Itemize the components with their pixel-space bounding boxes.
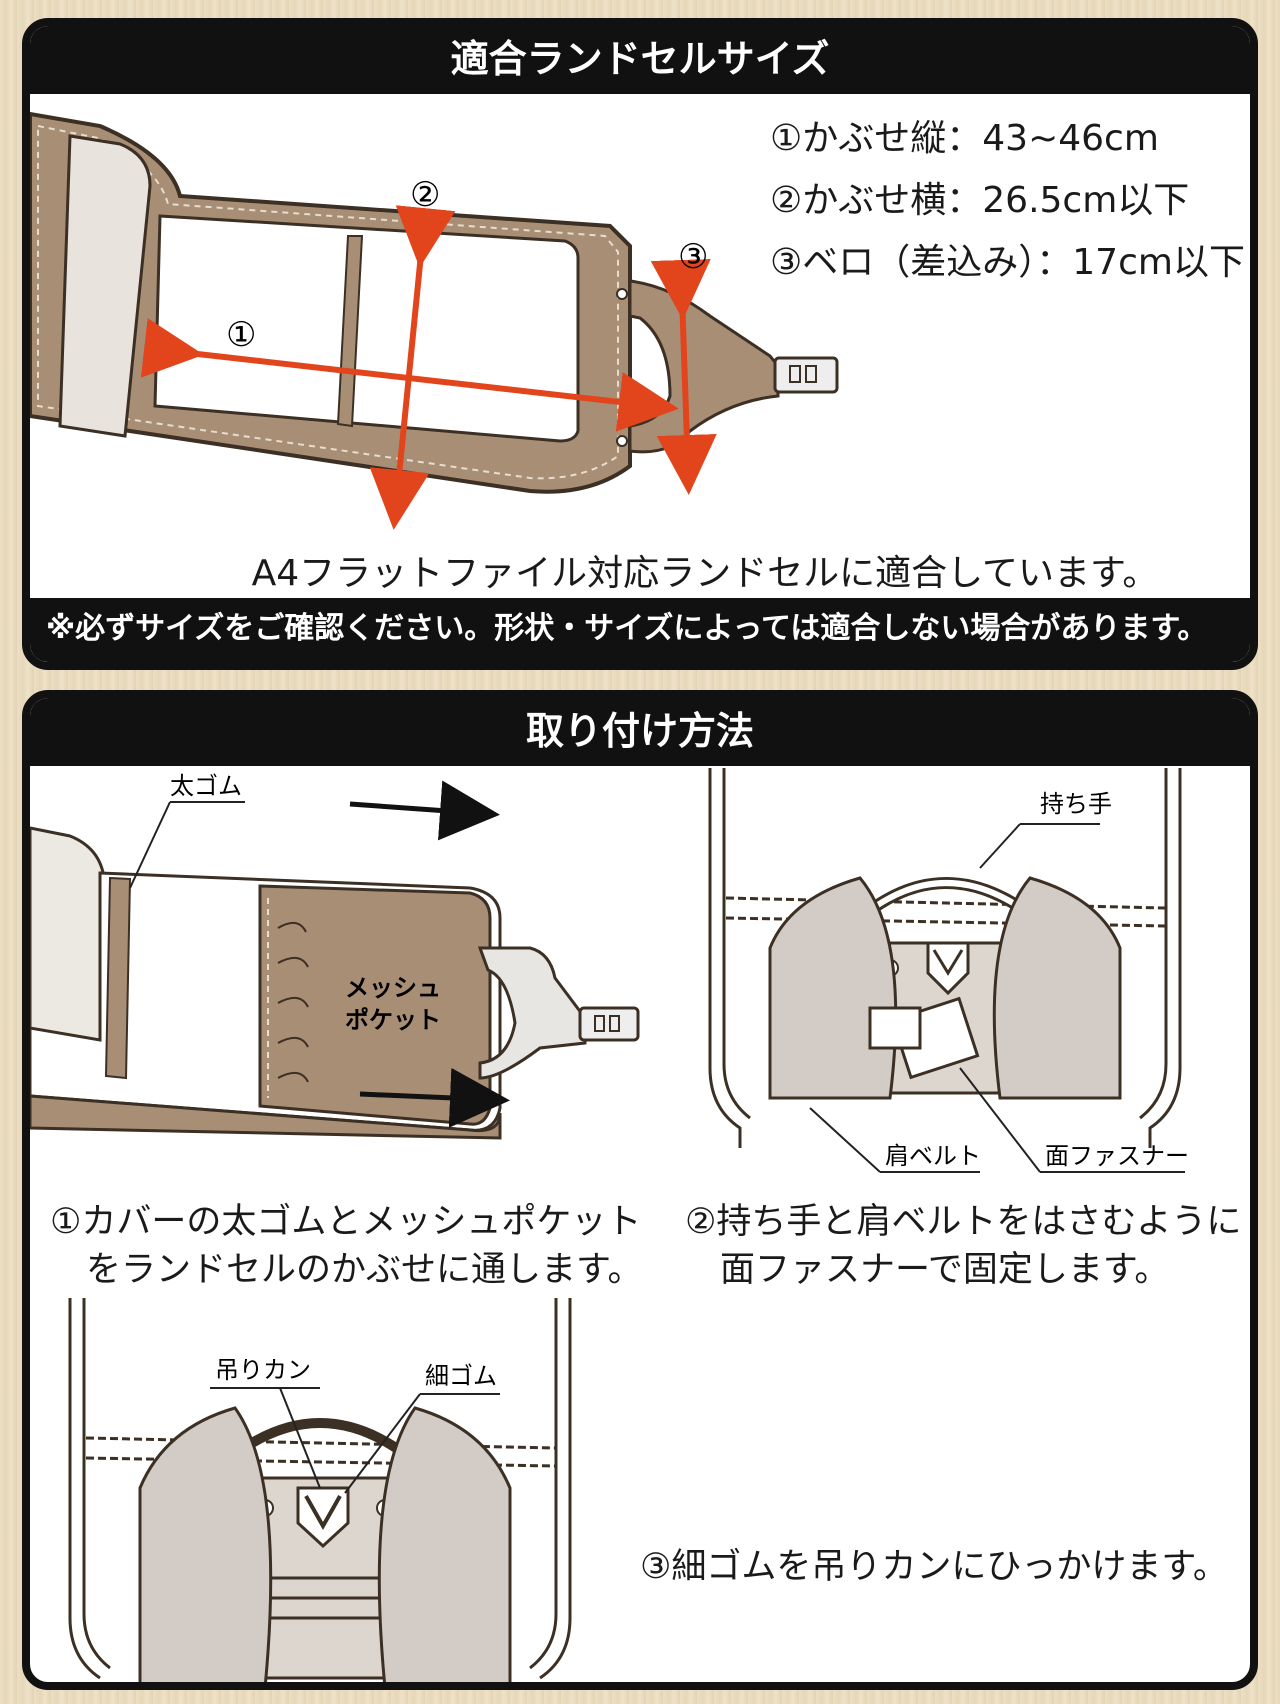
step2-text-line2: 面ファスナーで固定します。 [720, 1250, 1170, 1290]
hanging-ring-label: 吊りカン [215, 1356, 311, 1384]
flap-stitch [37, 124, 619, 480]
arrow-width [369, 205, 456, 530]
thin-elastic-label: 細ゴム [425, 1362, 497, 1390]
marker-1: ① [226, 315, 256, 355]
shoulder-belt-left-step3 [138, 1406, 273, 1682]
fastener-label: 面ファスナー [1045, 1142, 1189, 1170]
marker-3: ③ [678, 237, 708, 277]
mesh-pocket-label-2: ポケット [345, 1006, 441, 1034]
shoulder-belt-right [992, 876, 1122, 1100]
mesh-pocket-label-1: メッシュ [345, 974, 441, 1002]
step1-diagram: メッシュ ポケット 太ゴム [30, 772, 640, 1140]
shoulder-belt-left [768, 876, 898, 1100]
dimension-tongue: ③ベロ（差込み）：17cm以下 [770, 242, 1245, 283]
size-section-title: 適合ランドセルサイズ [30, 26, 1250, 94]
thick-elastic-label: 太ゴム [170, 772, 242, 800]
shoulder-belt-right-step3 [377, 1406, 512, 1682]
install-panel: 取り付け方法 メッシュ ポケット 太ゴム ①カバーの太ゴムとメッシュポケット を… [22, 690, 1258, 1690]
step1-text-line2: をランドセルのかぶせに通します。 [86, 1250, 643, 1290]
size-panel: 適合ランドセルサイズ ① ② ③ ①かぶせ縦：43~46cm ②かぶせ横：26.… [22, 18, 1258, 670]
step1-arrows [349, 780, 510, 1128]
frame-right-step3 [529, 1298, 572, 1680]
install-section-title: 取り付け方法 [30, 698, 1250, 766]
marker-2: ② [410, 175, 440, 215]
dimension-list: ①かぶせ縦：43~46cm ②かぶせ横：26.5cm以下 ③ベロ（差込み）：17… [770, 108, 1245, 294]
frame-left-step3 [68, 1298, 111, 1680]
flap-window [153, 214, 580, 443]
frame-left [708, 768, 751, 1148]
thick-elastic-strip [104, 876, 132, 1080]
step2-diagram: 持ち手 肩ベルト 面ファスナー [708, 768, 1189, 1173]
shoulder-belt-label: 肩ベルト [885, 1142, 981, 1170]
dimension-width: ②かぶせ横：26.5cm以下 [770, 180, 1190, 221]
step1-text-line1: ①カバーの太ゴムとメッシュポケット [50, 1202, 642, 1242]
size-note: ※必ずサイズをご確認ください。形状・サイズによっては適合しない場合があります。 [30, 598, 1250, 662]
compat-text: A4フラットファイル対応ランドセルに適合しています。 [251, 553, 1159, 594]
randoseru-size-diagram: ① ② ③ [30, 111, 839, 530]
frame-right [1139, 768, 1182, 1148]
insert-arrow-top [349, 780, 500, 841]
arrow-tongue [650, 258, 717, 495]
flap-left-fold [58, 134, 152, 438]
insert-arrow-bottom [359, 1067, 510, 1128]
step3-diagram: 吊りカン 細ゴム [68, 1298, 572, 1682]
handle-label: 持ち手 [1040, 790, 1112, 818]
step2-text-line1: ②持ち手と肩ベルトをはさむように [685, 1202, 1242, 1242]
tongue [628, 279, 780, 454]
step3-text: ③細ゴムを吊りカンにひっかけます。 [640, 1547, 1228, 1587]
dimension-length: ①かぶせ縦：43~46cm [770, 118, 1159, 159]
